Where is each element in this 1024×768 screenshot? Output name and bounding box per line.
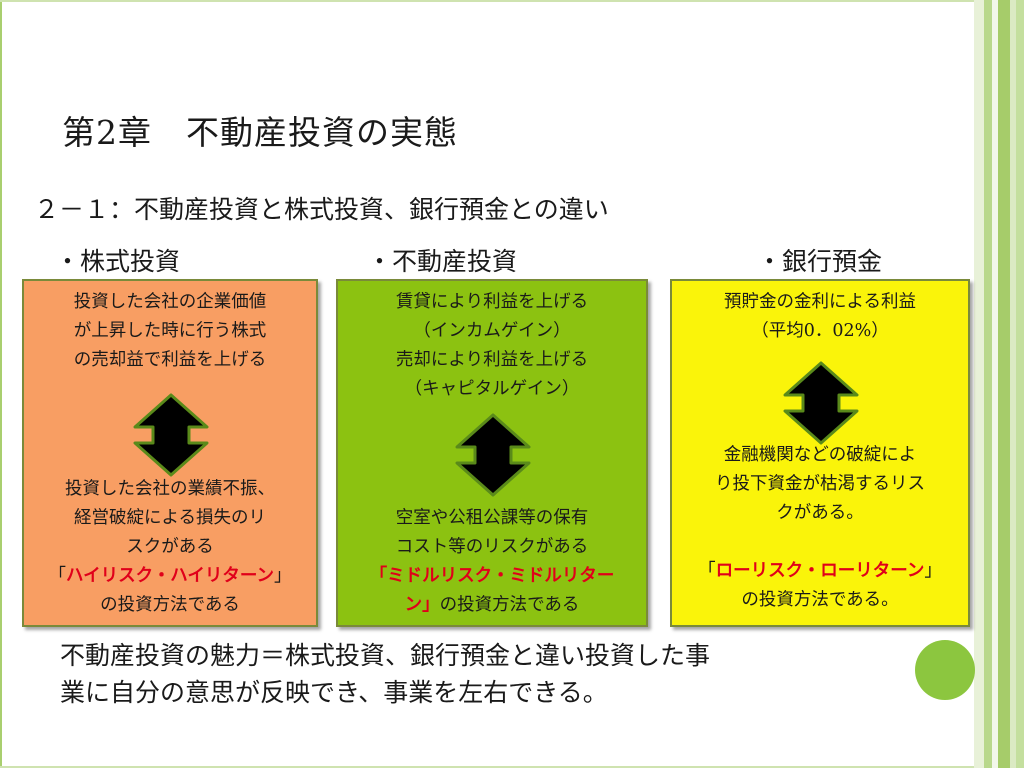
frame-left-border bbox=[0, 0, 2, 768]
real-estate-return-text: 賃貸により利益を上げる （インカムゲイン） 売却により利益を上げる （キャピタル… bbox=[395, 292, 589, 399]
slide-title: 第2章 不動産投資の実態 bbox=[62, 113, 458, 152]
up-down-arrow-icon bbox=[783, 361, 859, 445]
stock-return-text: 投資した会社の企業価値 が上昇した時に行う株式 の売却益で利益を上げる bbox=[73, 292, 267, 370]
column-label-real-estate: ・不動産投資 bbox=[367, 247, 518, 276]
column-label-bank: ・銀行預金 bbox=[757, 247, 883, 276]
real-estate-investment-box: 賃貸により利益を上げる （インカムゲイン） 売却により利益を上げる （キャピタル… bbox=[336, 279, 648, 627]
conclusion-line-2: 業に自分の意思が反映でき、事業を左右できる。 bbox=[60, 678, 608, 707]
real-estate-risk-emphasis: 「ミドルリスク・ミドルリター ン」 bbox=[369, 566, 615, 615]
up-down-arrow-icon bbox=[133, 393, 209, 477]
bank-deposit-box: 預貯金の金利による利益 （平均0．02%） 金融機関などの破綻によ り投下資金が… bbox=[670, 279, 970, 627]
bank-risk-text: 金融機関などの破綻によ り投下資金が枯渇するリス クがある。 「ローリスク・ロー… bbox=[698, 445, 942, 610]
real-estate-risk-text: 空室や公租公課等の保有 コスト等のリスクがある 「ミドルリスク・ミドルリター ン… bbox=[369, 508, 615, 615]
up-down-arrow-icon bbox=[455, 413, 531, 497]
column-label-stock: ・株式投資 bbox=[55, 247, 181, 276]
stock-risk-emphasis: ハイリスク・ハイリターン bbox=[65, 566, 275, 586]
bank-return-text: 預貯金の金利による利益 （平均0．02%） bbox=[724, 292, 916, 341]
stock-risk-text: 投資した会社の業績不振、 経営破綻による損失のリ スクがある 「ハイリスク・ハイ… bbox=[48, 479, 292, 615]
frame-bottom-border bbox=[0, 766, 1024, 768]
conclusion-text: 不動産投資の魅力＝株式投資、銀行預金と違い投資した事 業に自分の意思が反映でき、… bbox=[60, 637, 940, 711]
frame-top-border bbox=[0, 0, 1024, 2]
green-circle bbox=[915, 640, 975, 700]
conclusion-line-1: 不動産投資の魅力＝株式投資、銀行預金と違い投資した事 bbox=[60, 641, 711, 670]
slide-subtitle: ２－１：不動産投資と株式投資、銀行預金との違い bbox=[34, 195, 609, 224]
stock-investment-box: 投資した会社の企業価値 が上昇した時に行う株式 の売却益で利益を上げる 投資した… bbox=[22, 279, 318, 627]
bank-risk-emphasis: ローリスク・ローリターン bbox=[715, 561, 925, 581]
decorative-stripes bbox=[974, 0, 1024, 768]
